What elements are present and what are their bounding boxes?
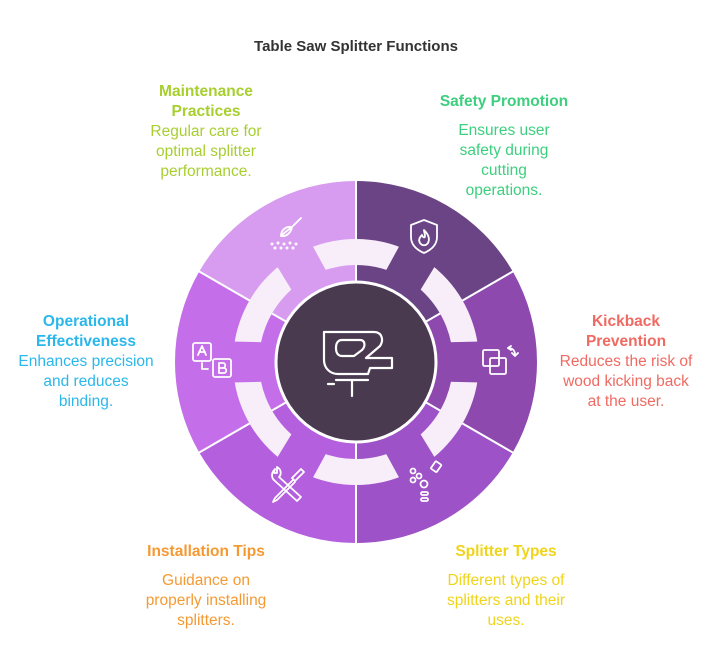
label-heading: Maintenance Practices bbox=[159, 83, 253, 120]
squares-swap-icon bbox=[482, 345, 519, 375]
segment-connector-types bbox=[385, 432, 440, 486]
label-body: Reduces the risk of wood kicking back at… bbox=[559, 353, 693, 410]
segment-connector-maintenance bbox=[272, 238, 327, 292]
label-body: Enhances precision and reduces binding. bbox=[18, 353, 154, 410]
label-safety-promotion: Safety Promotion Ensures user safety dur… bbox=[414, 92, 594, 201]
diagram-title: Table Saw Splitter Functions bbox=[254, 38, 458, 55]
tools-icon bbox=[271, 466, 305, 503]
label-kickback-prevention: Kickback Prevention Reduces the risk of … bbox=[556, 312, 696, 412]
whisk-icon bbox=[270, 217, 302, 250]
segment-connector-operational bbox=[225, 341, 264, 383]
label-body: Different types of splitters and their u… bbox=[446, 572, 566, 629]
label-heading: Splitter Types bbox=[455, 543, 557, 560]
segments-layer bbox=[175, 179, 537, 545]
label-heading: Kickback Prevention bbox=[585, 313, 667, 350]
label-body: Ensures user safety during cutting opera… bbox=[458, 122, 550, 199]
label-maintenance-practices: Maintenance Practices Regular care for o… bbox=[126, 82, 286, 182]
jigsaw-icon bbox=[322, 330, 394, 398]
ab-translate-icon bbox=[192, 342, 232, 378]
shapes-icon bbox=[409, 460, 443, 502]
label-body: Guidance on properly installing splitter… bbox=[145, 572, 267, 629]
center-disk bbox=[274, 280, 438, 444]
segment-maintenance bbox=[199, 181, 356, 322]
label-heading: Operational Effectiveness bbox=[36, 313, 136, 350]
segment-connector-kickback bbox=[448, 341, 487, 383]
segment-connector-install bbox=[272, 432, 327, 486]
label-splitter-types: Splitter Types Different types of splitt… bbox=[426, 542, 586, 631]
label-body: Regular care for optimal splitter perfor… bbox=[150, 123, 262, 180]
shield-flame-icon bbox=[410, 219, 438, 254]
segment-safety bbox=[356, 181, 513, 322]
label-operational-effectiveness: Operational Effectiveness Enhances preci… bbox=[16, 312, 156, 412]
label-installation-tips: Installation Tips Guidance on properly i… bbox=[126, 542, 286, 631]
label-heading: Safety Promotion bbox=[439, 93, 569, 110]
icons-layer bbox=[192, 217, 519, 503]
label-heading: Installation Tips bbox=[147, 543, 265, 560]
segment-types bbox=[356, 402, 513, 543]
